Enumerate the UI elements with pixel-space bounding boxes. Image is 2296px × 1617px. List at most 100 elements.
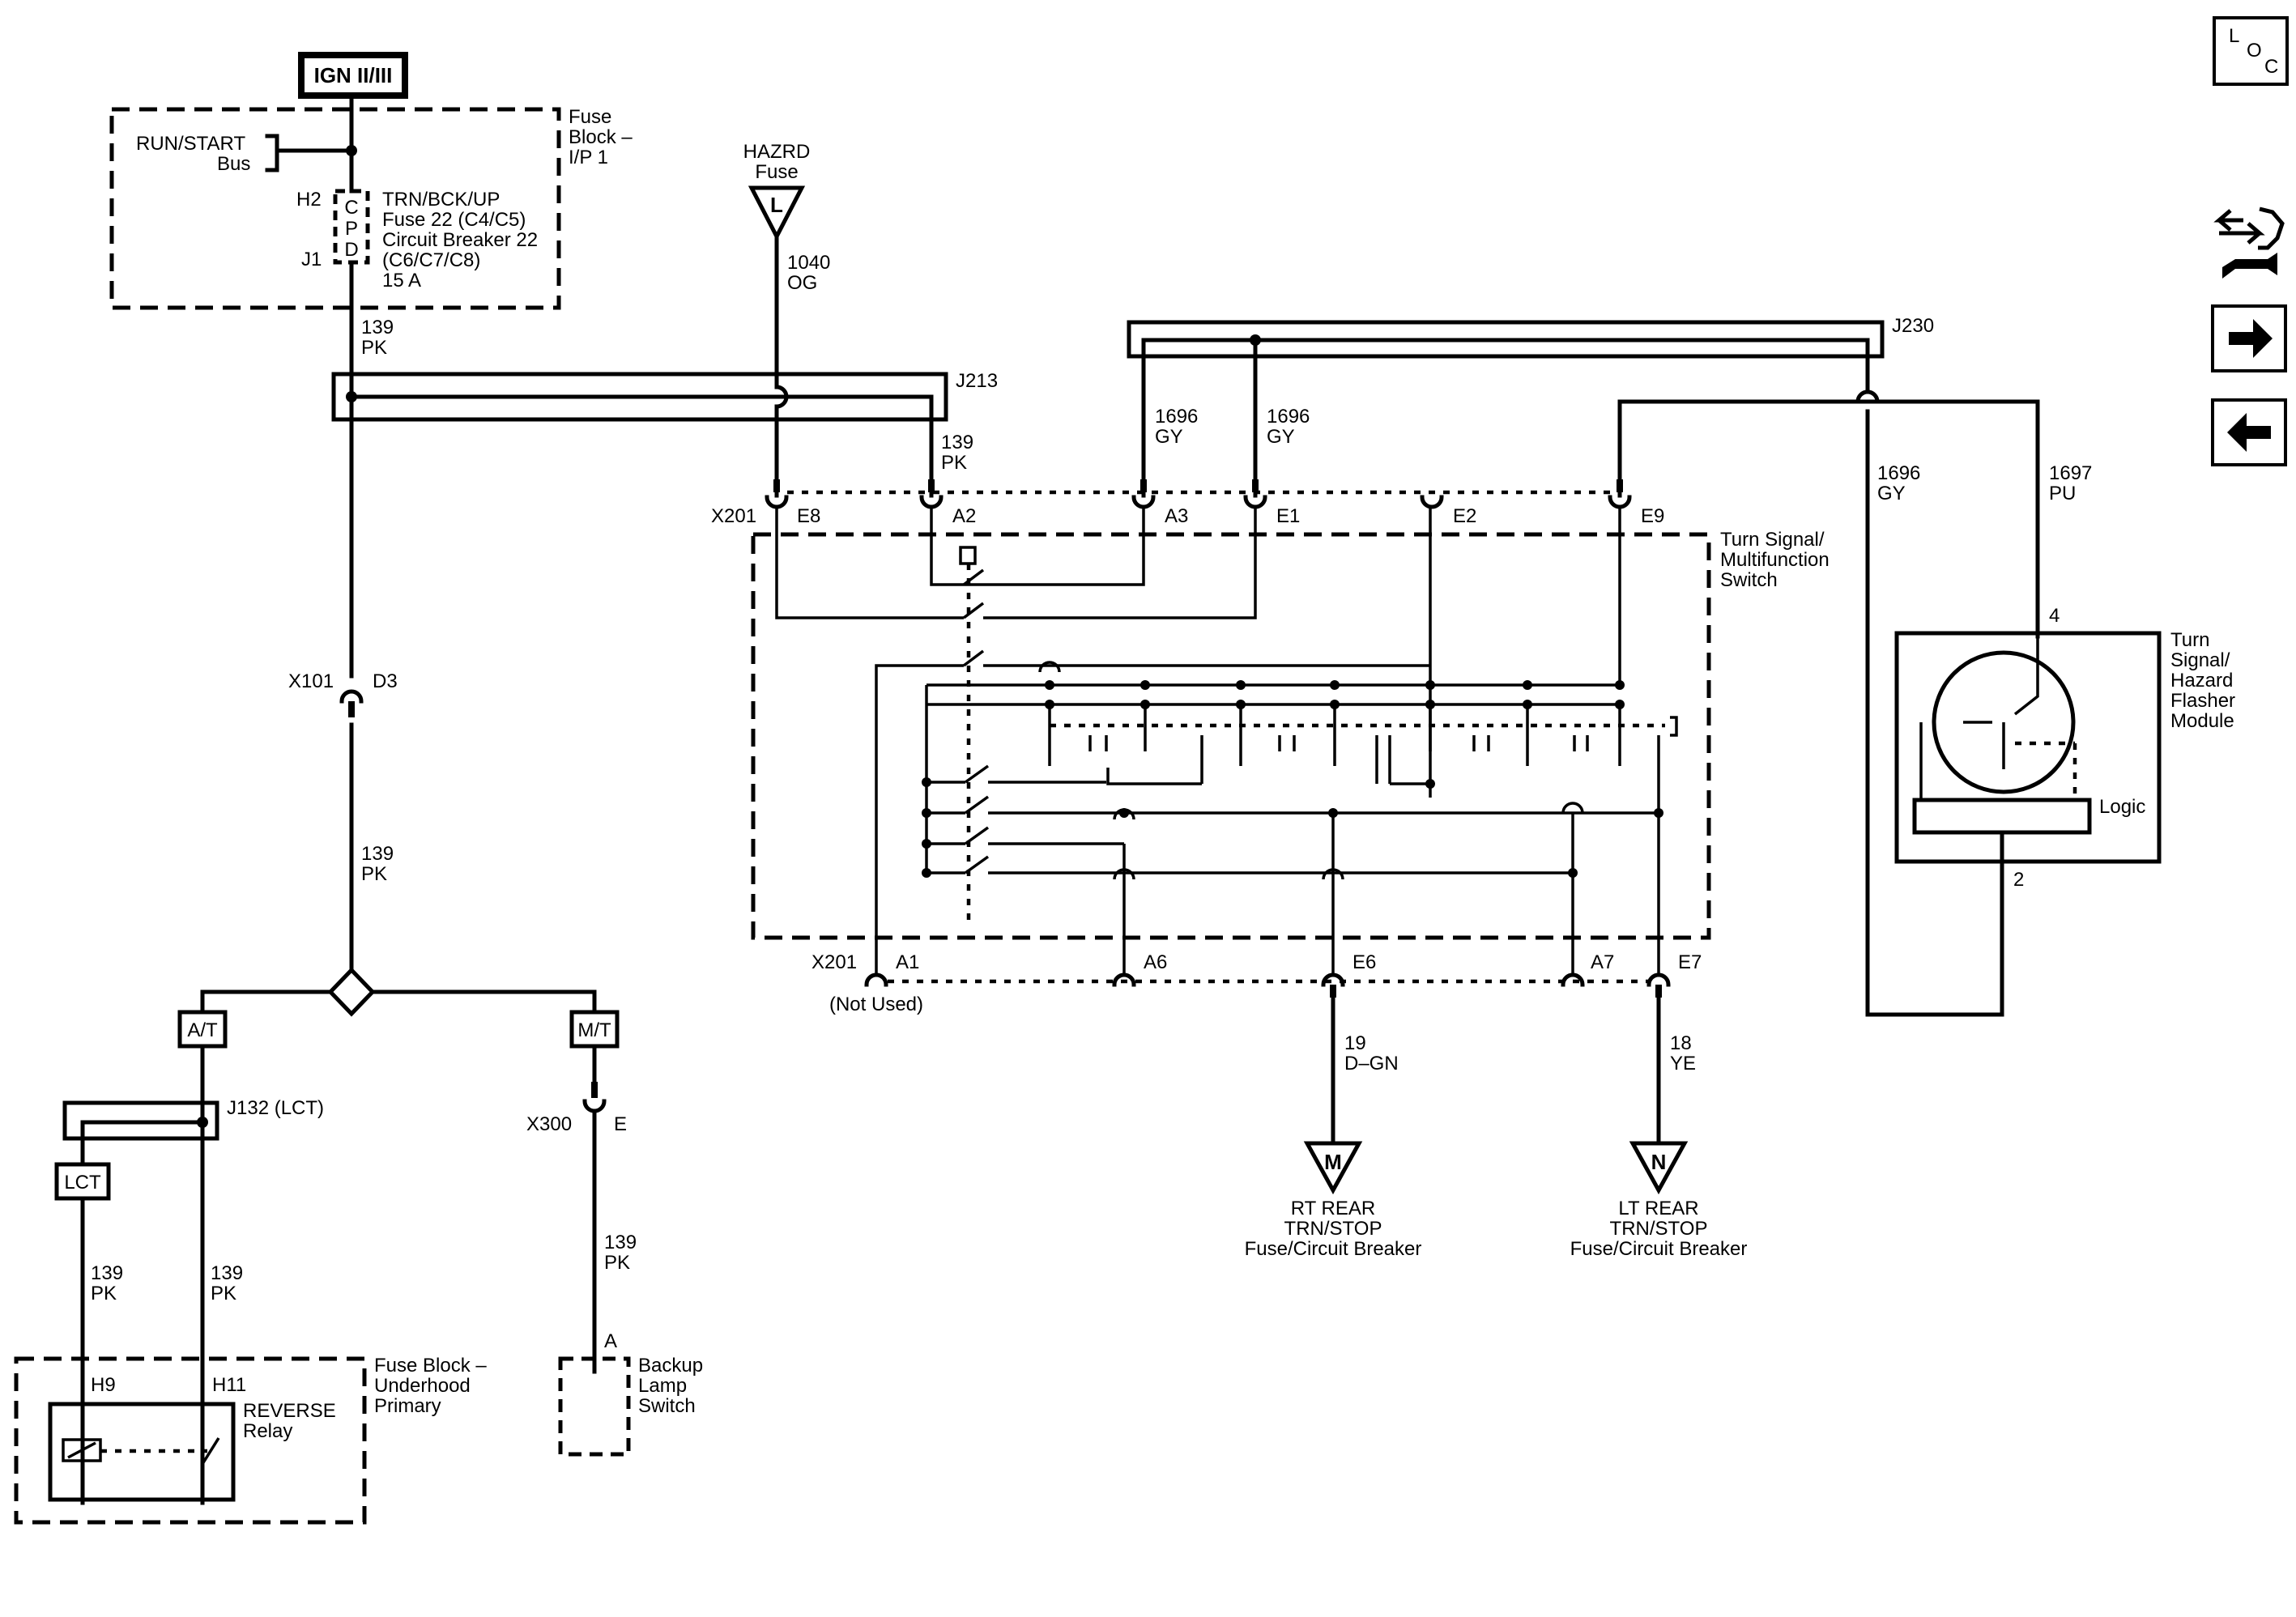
option-at-label: A/T [187, 1019, 218, 1041]
wire-1697-color: PU [2049, 483, 2076, 504]
fuse-desc-3: Circuit Breaker 22 [382, 229, 538, 251]
ign-source-box: IGN II/III [298, 52, 408, 99]
hazard-fuse: HAZRD Fuse L [743, 141, 811, 241]
rt-rear-label-1: RT REAR [1291, 1198, 1375, 1219]
wire-139-e-num: 139 [211, 1262, 243, 1284]
arrow-right-icon[interactable] [2211, 304, 2287, 372]
x101-label: X101 [288, 670, 334, 692]
wire-139-f-num: 139 [604, 1232, 637, 1253]
wire-1696-a-num: 1696 [1155, 406, 1198, 428]
pin-e9: E9 [1641, 505, 1664, 527]
wire-18-num: 18 [1670, 1032, 1692, 1054]
cpd-p: P [345, 218, 358, 240]
rt-rear-label-3: Fuse/Circuit Breaker [1245, 1238, 1422, 1260]
flasher-logic-label: Logic [2099, 796, 2145, 818]
backup-switch-label-2: Lamp [638, 1375, 687, 1397]
pin-e: E [614, 1113, 627, 1135]
pin-h9: H9 [91, 1374, 116, 1396]
wire-19-num: 19 [1344, 1032, 1366, 1054]
wire-139-b-color: PK [941, 452, 967, 474]
arrow-left-icon[interactable] [2211, 398, 2287, 466]
fuse-block-ip-title-3: I/P 1 [569, 147, 608, 168]
fuse-block-underhood: Fuse Block – Underhood Primary H9 H11 RE… [14, 1355, 487, 1525]
lt-rear-fuse: N LT REAR TRN/STOP Fuse/Circuit Breaker [1570, 1141, 1748, 1260]
wire-139-a-num: 139 [361, 317, 394, 338]
option-mt-label: M/T [577, 1019, 611, 1041]
pin-h11: H11 [212, 1374, 246, 1396]
wire-1696-b-num: 1696 [1267, 406, 1310, 428]
reverse-relay-label-1: REVERSE [243, 1400, 336, 1422]
cpd-c: C [344, 197, 358, 219]
j230-label: J230 [1892, 315, 1934, 337]
option-mt: M/T [569, 1010, 620, 1049]
rt-rear-label-2: TRN/STOP [1284, 1218, 1382, 1240]
pin-e6: E6 [1352, 951, 1376, 973]
pin-e7: E7 [1678, 951, 1702, 973]
pin-a7: A7 [1591, 951, 1614, 973]
flasher-label-4: Flasher [2170, 690, 2235, 712]
pin-e2: E2 [1453, 505, 1476, 527]
flasher-label-5: Module [2170, 710, 2234, 732]
wire-1040-num: 1040 [787, 252, 830, 274]
turn-switch-label-2: Multifunction [1720, 549, 1830, 571]
option-lct: LCT [54, 1162, 111, 1201]
wire-18-color: YE [1670, 1053, 1696, 1074]
loc-icon-l: L [2229, 25, 2239, 47]
bus-label-1: RUN/START [136, 133, 245, 155]
flasher-label-3: Hazard [2170, 670, 2233, 691]
pin-a2: A2 [952, 505, 976, 527]
turn-switch-label-3: Switch [1720, 569, 1778, 591]
component-wrench-icon[interactable] [2213, 206, 2285, 279]
wire-139-a-color: PK [361, 337, 387, 359]
wire-1697-num: 1697 [2049, 462, 2092, 484]
fuse-desc-2: Fuse 22 (C4/C5) [382, 209, 526, 231]
j132-label: J132 (LCT) [227, 1097, 324, 1119]
wire-1696-b-color: GY [1267, 426, 1295, 448]
backup-switch-label-1: Backup [638, 1355, 703, 1377]
lt-rear-letter: N [1651, 1150, 1667, 1174]
fuse-block-ip-title-1: Fuse [569, 106, 611, 128]
turn-switch-label-1: Turn Signal/ [1720, 529, 1825, 551]
ign-source-label: IGN II/III [314, 63, 393, 87]
hazard-fuse-label-1: HAZRD [743, 141, 811, 163]
fuse-block-ip-title-2: Block – [569, 126, 633, 148]
wire-1696-c-color: GY [1877, 483, 1906, 504]
wire-1040-color: OG [787, 272, 817, 294]
loc-icon[interactable]: L O C [2213, 16, 2289, 86]
wire-139-f-color: PK [604, 1252, 630, 1274]
pin-a3: A3 [1165, 505, 1188, 527]
not-used-label: (Not Used) [829, 994, 923, 1015]
wire-139-c-num: 139 [361, 843, 394, 865]
backup-switch-label-3: Switch [638, 1395, 696, 1417]
option-at: A/T [177, 1010, 228, 1049]
reverse-relay-label-2: Relay [243, 1420, 292, 1442]
hazard-fuse-letter: L [770, 193, 783, 217]
option-splice [327, 967, 376, 1017]
fuse-desc-5: 15 A [382, 270, 421, 291]
pin-e8: E8 [797, 505, 820, 527]
lt-rear-label-3: Fuse/Circuit Breaker [1570, 1238, 1748, 1260]
splice-j230: J230 [1127, 315, 1934, 359]
wire-139-d-color: PK [91, 1283, 117, 1304]
pin-h2: H2 [296, 189, 322, 211]
lt-rear-label-2: TRN/STOP [1610, 1218, 1708, 1240]
fuse-desc-1: TRN/BCK/UP [382, 189, 500, 211]
splice-j213: J213 [331, 370, 998, 422]
wire-139-e-color: PK [211, 1283, 236, 1304]
fuse-block-uh-label-1: Fuse Block – [374, 1355, 487, 1377]
fuse-block-uh-label-2: Underhood [374, 1375, 471, 1397]
flasher-label-1: Turn [2170, 629, 2209, 651]
j213-label: J213 [956, 370, 998, 392]
option-lct-label: LCT [64, 1172, 101, 1194]
turn-signal-switch: Turn Signal/ Multifunction Switch [751, 507, 1830, 952]
x201-top-label: X201 [711, 505, 756, 527]
flasher-pin-4: 4 [2049, 605, 2060, 627]
flasher-pin-2: 2 [2013, 869, 2024, 891]
x201-bottom-pins [864, 972, 1671, 998]
rt-rear-letter: M [1324, 1150, 1342, 1174]
x300-label: X300 [526, 1113, 572, 1135]
loc-icon-o: O [2247, 40, 2262, 62]
pin-a: A [604, 1330, 617, 1352]
backup-lamp-switch: Backup Lamp Switch [558, 1355, 703, 1457]
